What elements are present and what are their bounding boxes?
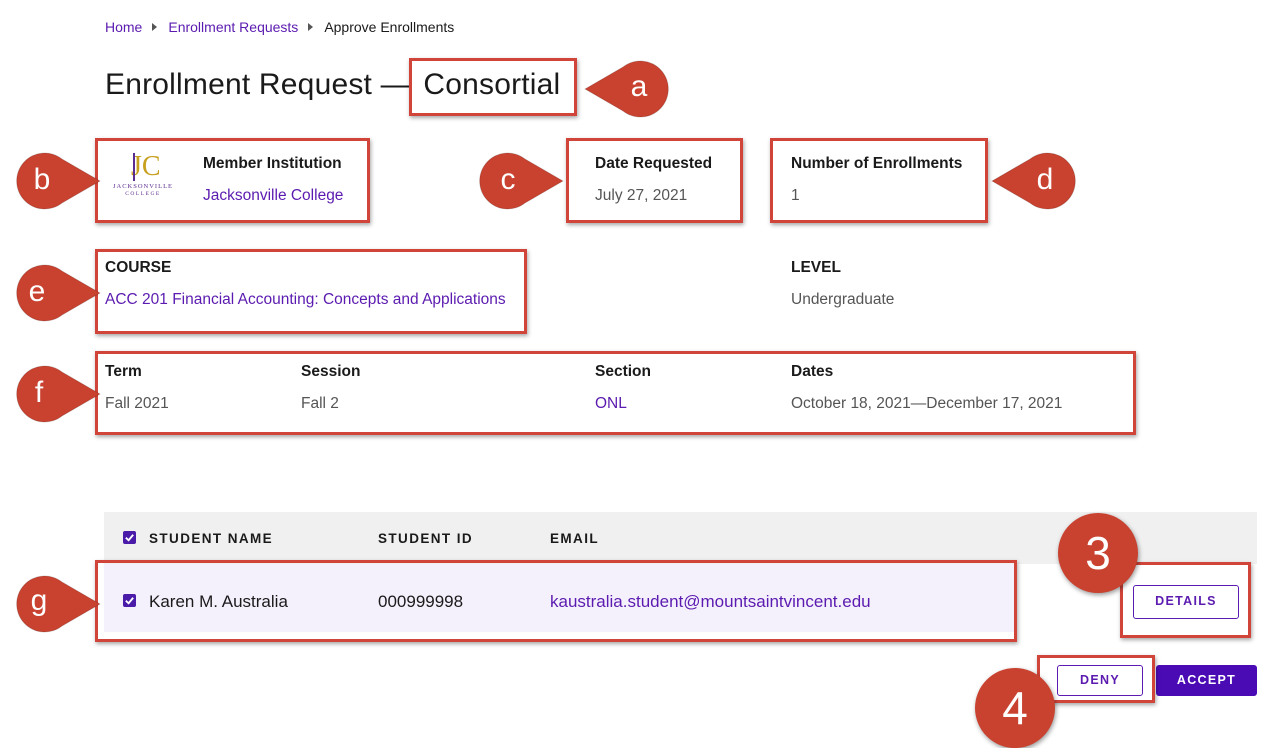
highlight-box-d (770, 138, 988, 223)
highlight-box-e (95, 249, 527, 334)
number-of-enrollments-value: 1 (791, 187, 800, 204)
column-header-student-name: STUDENT NAME (149, 531, 274, 546)
highlight-box-f (95, 351, 1136, 435)
breadcrumb: Home Enrollment Requests Approve Enrollm… (105, 19, 454, 35)
deny-button[interactable]: DENY (1057, 665, 1143, 696)
level-label: LEVEL (791, 259, 841, 276)
term-label: Term (105, 363, 142, 380)
column-header-email: EMAIL (550, 531, 599, 546)
breadcrumb-current: Approve Enrollments (324, 19, 455, 35)
member-institution-label: Member Institution (203, 155, 342, 172)
logo-subtext: COLLEGE (125, 191, 161, 197)
logo-text: JACKSONVILLE (112, 183, 174, 190)
highlight-box-b (95, 138, 370, 223)
page-title: Enrollment Request — Consortial (105, 68, 560, 102)
callout-label-e: e (28, 275, 46, 308)
course-link[interactable]: ACC 201 Financial Accounting: Concepts a… (105, 291, 506, 308)
highlight-box-g (95, 560, 1017, 642)
callout-pin-icon (16, 575, 101, 633)
column-header-student-id: STUDENT ID (378, 531, 473, 546)
logo-stroke (133, 153, 135, 181)
checkmark-icon (125, 597, 134, 605)
student-id: 000999998 (378, 592, 464, 611)
callout-label-d: d (1036, 163, 1054, 196)
callout-label-f: f (34, 376, 44, 409)
callout-pin-icon (991, 152, 1076, 210)
section-label: Section (595, 363, 651, 380)
highlight-box-4 (1037, 655, 1155, 703)
session-value: Fall 2 (301, 395, 339, 412)
callout-label-b: b (33, 163, 51, 196)
member-institution-link[interactable]: Jacksonville College (203, 187, 344, 204)
table-row[interactable] (104, 564, 1016, 632)
student-email-link[interactable]: kaustralia.student@mountsaintvincent.edu (550, 592, 871, 611)
page-title-prefix: Enrollment Request — (105, 68, 411, 101)
select-all-checkbox[interactable] (123, 531, 136, 544)
session-label: Session (301, 363, 361, 380)
chevron-right-icon (152, 23, 158, 31)
breadcrumb-enrollment-requests-link[interactable]: Enrollment Requests (168, 19, 299, 35)
accept-button[interactable]: ACCEPT (1156, 665, 1257, 696)
request-type: Consortial (423, 68, 561, 101)
callout-pin-icon (16, 264, 101, 322)
chevron-right-icon (308, 23, 314, 31)
callout-number-3: 3 (1058, 513, 1138, 593)
highlight-box-3 (1120, 562, 1251, 638)
callout-number-4: 4 (975, 668, 1055, 748)
row-checkbox[interactable] (123, 594, 136, 607)
section-link[interactable]: ONL (595, 395, 627, 412)
institution-logo: JC JACKSONVILLE COLLEGE (111, 152, 175, 198)
callout-pin-icon (584, 60, 669, 118)
highlight-box-a (409, 58, 577, 116)
checkmark-icon (125, 534, 134, 542)
student-name: Karen M. Australia (149, 592, 288, 611)
date-requested-label: Date Requested (595, 155, 713, 172)
term-value: Fall 2021 (105, 395, 169, 412)
callout-label-a: a (630, 70, 648, 103)
dates-label: Dates (791, 363, 834, 380)
callout-pin-icon (16, 365, 101, 423)
course-label: COURSE (105, 259, 172, 276)
callout-pin-icon (16, 152, 101, 210)
details-button[interactable]: DETAILS (1133, 585, 1239, 619)
breadcrumb-home-link[interactable]: Home (105, 19, 143, 35)
level-value: Undergraduate (791, 291, 895, 308)
callout-label-c: c (500, 163, 516, 196)
callout-label-g: g (30, 584, 48, 617)
date-requested-value: July 27, 2021 (595, 187, 688, 204)
callout-pin-icon (479, 152, 564, 210)
highlight-box-c (566, 138, 743, 223)
number-of-enrollments-label: Number of Enrollments (791, 155, 963, 172)
dates-value: October 18, 2021—December 17, 2021 (791, 395, 1063, 412)
